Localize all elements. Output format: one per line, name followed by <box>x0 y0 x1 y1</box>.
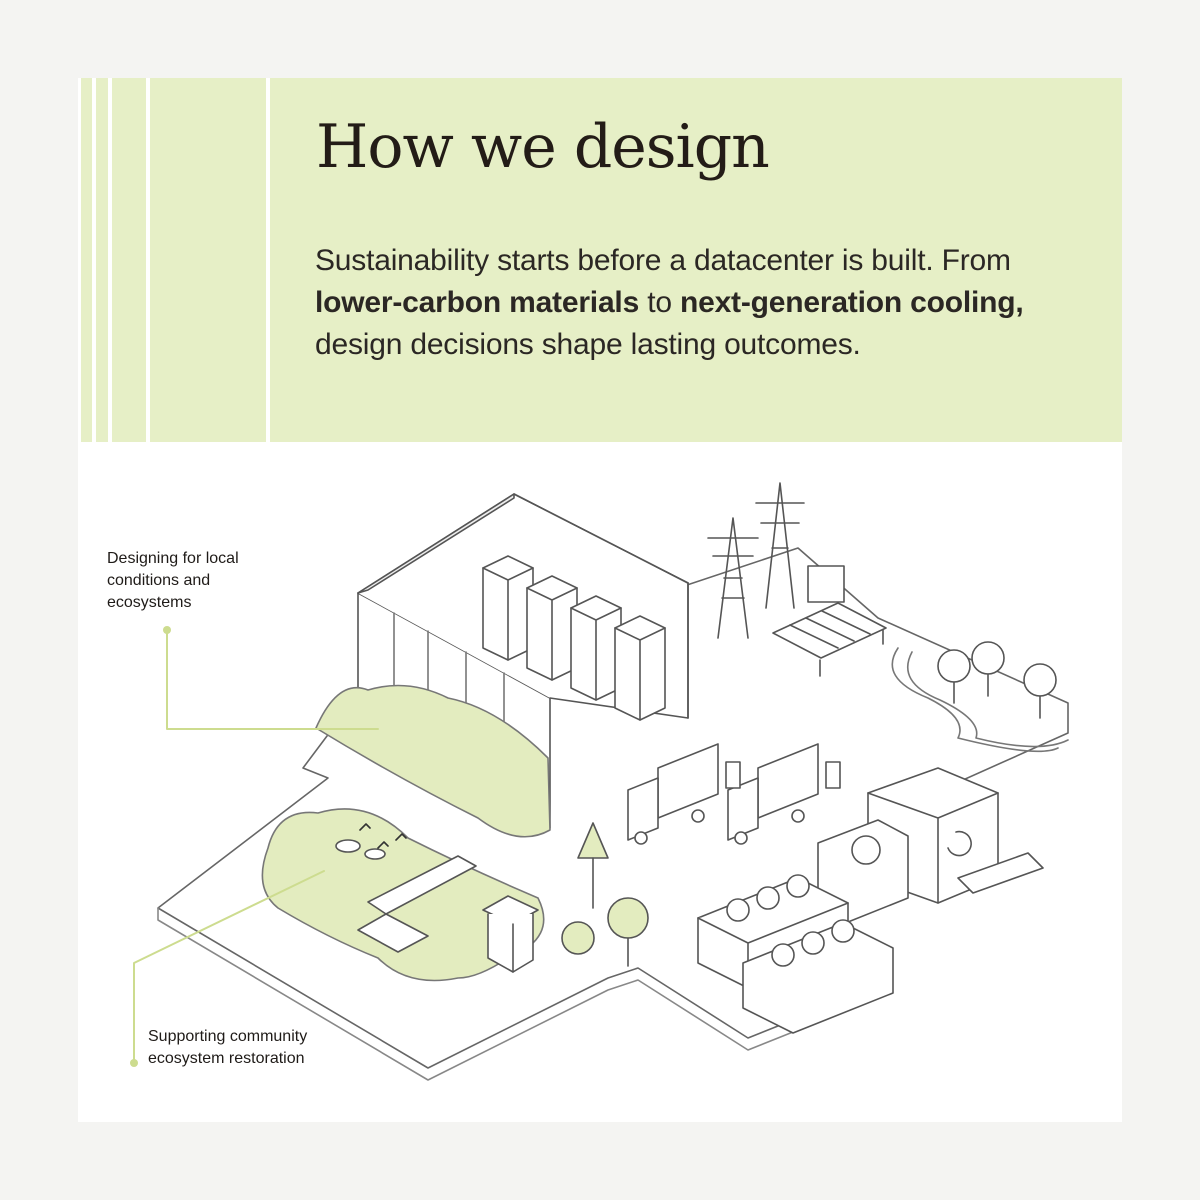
decor-stripe <box>78 78 81 442</box>
pond <box>335 839 361 853</box>
campus-illustration <box>130 482 1069 1081</box>
callout-community-restoration: Supporting community ecosystem restorati… <box>148 1028 308 1067</box>
desc-bold-materials: lower-carbon materials <box>315 286 640 319</box>
cooling-units <box>697 874 894 1034</box>
page-title: How we design <box>316 112 770 182</box>
intro-description: Sustainability starts before a datacente… <box>315 240 1105 366</box>
header-panel: How we design Sustainability starts befo… <box>78 78 1122 442</box>
decor-stripe <box>108 78 112 442</box>
desc-text-2: to <box>639 286 680 319</box>
power-towers <box>707 482 805 639</box>
server-cabinets <box>482 555 666 721</box>
trees-middle <box>561 822 649 967</box>
trees-right <box>937 641 1057 719</box>
desc-text-1: Sustainability starts before a datacente… <box>315 244 1011 277</box>
transformer-box <box>807 565 845 603</box>
green-roof-planting <box>315 684 551 838</box>
platform-edge <box>157 907 799 1081</box>
river <box>891 647 1059 753</box>
decor-stripe <box>266 78 270 442</box>
infographic-card: How we design Sustainability starts befo… <box>78 78 1122 1122</box>
boardwalk <box>357 855 477 953</box>
decor-stripe <box>146 78 150 442</box>
desc-text-3: design decisions shape lasting outcomes. <box>315 328 861 361</box>
callout-leaders <box>130 626 379 1067</box>
recycling-facility <box>817 767 1044 923</box>
beehive <box>482 895 539 973</box>
callout-local-conditions: Designing for local conditions and ecosy… <box>107 550 239 611</box>
solar-panels <box>772 602 887 677</box>
birds <box>359 823 407 849</box>
electric-trucks <box>627 743 841 845</box>
decor-stripe <box>92 78 96 442</box>
desc-bold-cooling: next-generation cooling, <box>679 286 1024 319</box>
